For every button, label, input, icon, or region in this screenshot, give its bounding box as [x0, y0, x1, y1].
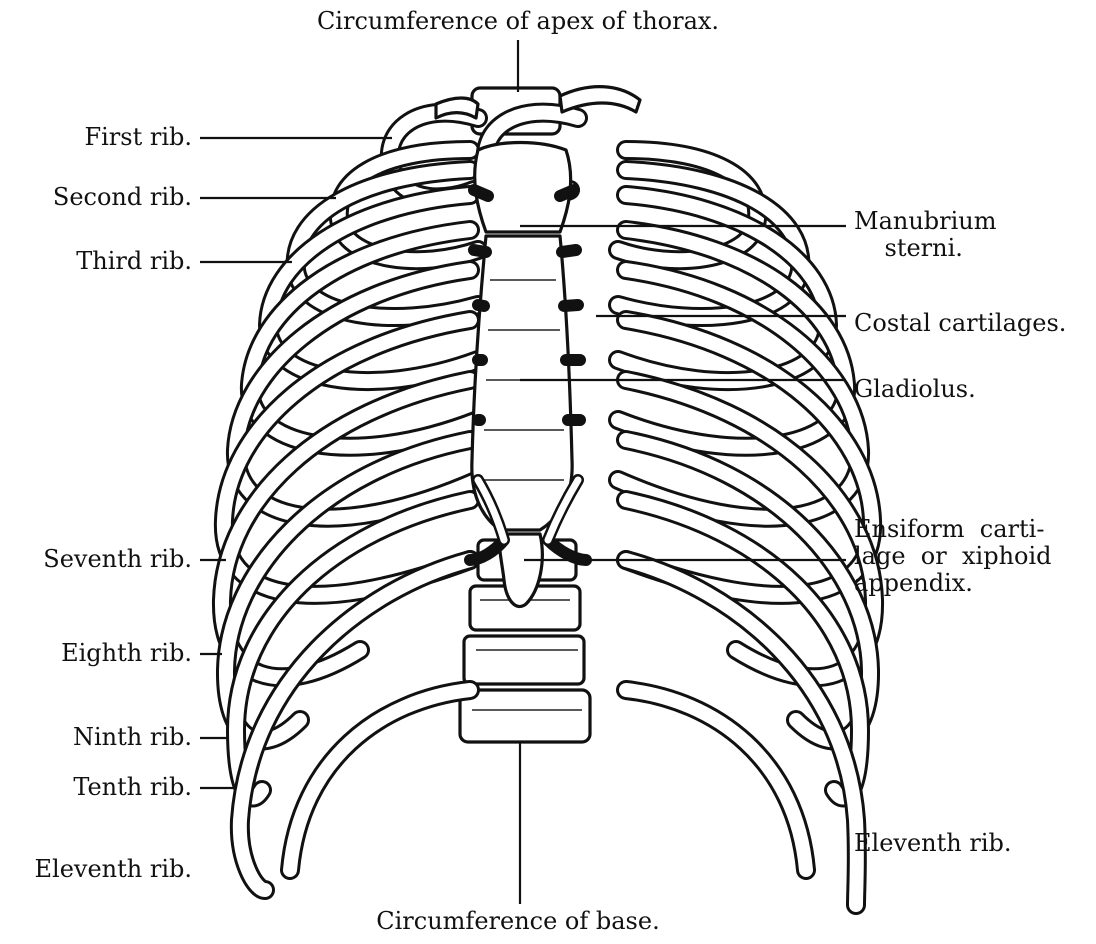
label-seventh-rib: Seventh rib.: [10, 546, 192, 573]
label-ninth-rib: Ninth rib.: [10, 724, 192, 751]
sternum: [472, 143, 572, 607]
label-eleventh-rib-right: Eleventh rib.: [854, 830, 1012, 857]
label-ensiform: Ensiform carti- lage or xiphoid appendix…: [854, 516, 1052, 597]
label-gladiolus: Gladiolus.: [854, 376, 976, 403]
label-base-circumference: Circumference of base.: [318, 908, 718, 935]
label-eleventh-rib-left: Eleventh rib.: [4, 856, 192, 883]
apex-right-process: [560, 87, 640, 112]
label-third-rib: Third rib.: [20, 248, 192, 275]
left-ribs: [222, 113, 478, 890]
label-costal-cartilages: Costal cartilages.: [854, 310, 1066, 337]
label-second-rib: Second rib.: [20, 184, 192, 211]
label-eighth-rib: Eighth rib.: [10, 640, 192, 667]
label-first-rib: First rib.: [20, 124, 192, 151]
label-manubrium: Manubrium sterni.: [854, 208, 997, 262]
label-tenth-rib: Tenth rib.: [10, 774, 192, 801]
manubrium: [475, 143, 571, 233]
label-apex-circumference: Circumference of apex of thorax.: [278, 8, 758, 35]
